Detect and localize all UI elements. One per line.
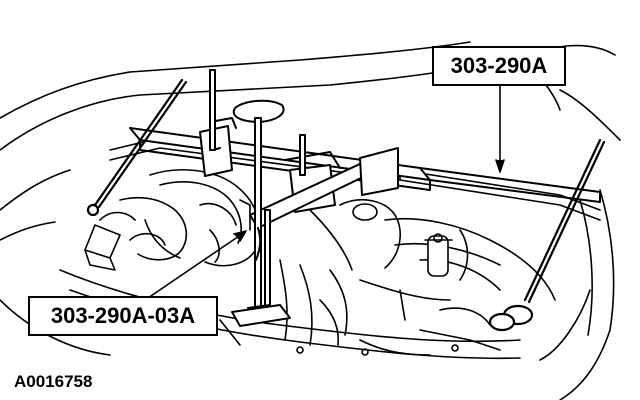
left-fender xyxy=(0,169,111,356)
right-fender xyxy=(539,189,615,400)
engine-intake xyxy=(84,169,262,271)
engine-right-components xyxy=(279,199,556,356)
tool-callout-303-290A-label: 303-290A xyxy=(450,53,548,78)
hood-prop-left xyxy=(86,78,188,217)
lifting-tool xyxy=(199,69,399,327)
tool-callout-303-290A: 303-290A xyxy=(432,46,566,86)
hood-prop-right xyxy=(488,138,606,332)
figure-id: A0016758 xyxy=(14,372,93,391)
leader-lines xyxy=(144,85,505,301)
tool-callout-303-290A-03A-label: 303-290A-03A xyxy=(50,303,196,328)
tool-callout-303-290A-03A: 303-290A-03A xyxy=(28,296,218,336)
